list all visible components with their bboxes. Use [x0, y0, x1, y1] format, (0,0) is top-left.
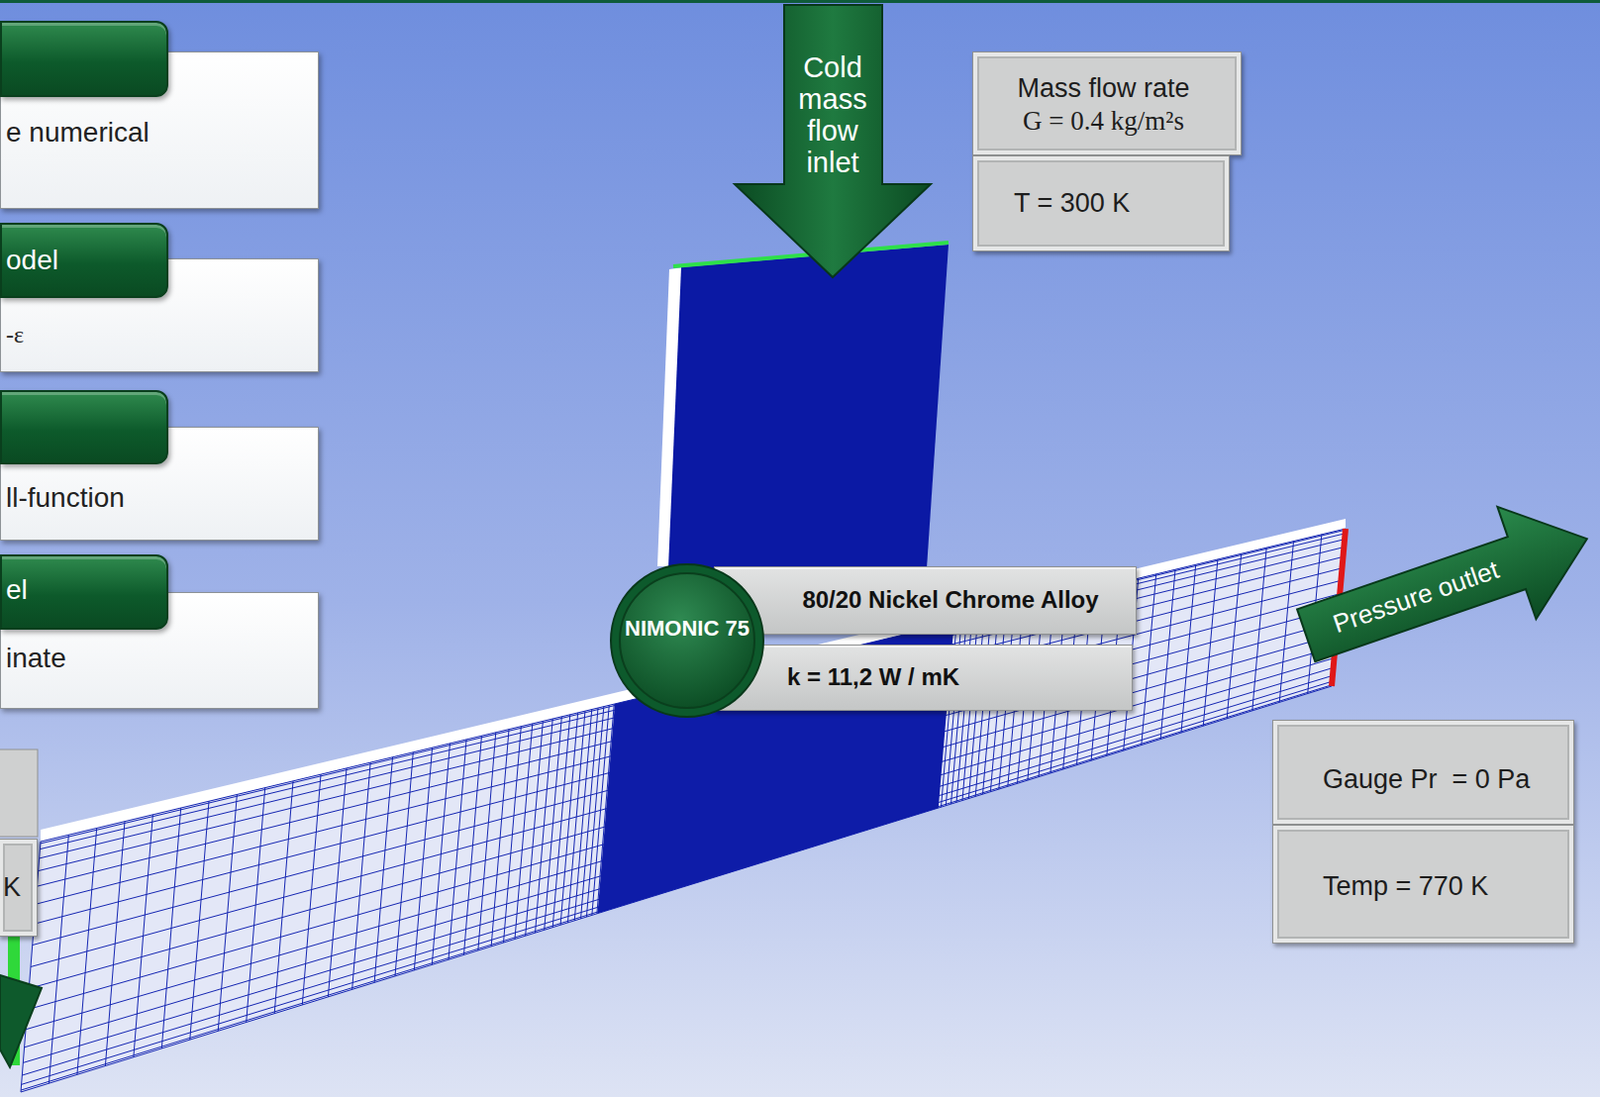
value-text: Mass flow rate	[973, 72, 1234, 104]
material-text: k = 11,2 W / mK	[787, 663, 960, 693]
arrow-label: Cold mass flow inlet	[781, 52, 885, 180]
outlet-arrow: Pressure outlet	[1287, 482, 1600, 692]
material-bar: 80/20 Nickel Chrome Alloy	[713, 566, 1137, 635]
arrow-body	[1287, 482, 1600, 692]
card-text: ll-function	[5, 481, 125, 515]
value-text: T = 300 K	[1013, 187, 1130, 219]
value-text: Gauge Pr = 0 Pa	[1322, 763, 1530, 796]
card-tab	[0, 20, 169, 98]
value-box: K	[0, 838, 38, 937]
material-badge: NIMONIC 75	[608, 562, 766, 719]
material-text: 80/20 Nickel Chrome Alloy	[772, 586, 1129, 615]
value-text: Temp = 770 K	[1322, 870, 1489, 902]
inlet-arrow: Cold mass flow inlet	[734, 4, 931, 278]
top-rule	[0, 0, 1600, 3]
value-box: Temp = 770 K	[1272, 824, 1575, 944]
formula-text: G = 0.4 kg/m²s	[973, 104, 1234, 137]
setting-card: el inate	[0, 554, 319, 709]
value-box: T = 300 K	[972, 155, 1230, 252]
setting-card: e numerical	[0, 20, 319, 209]
setting-card: ll-function	[0, 390, 319, 541]
card-heading: odel	[5, 243, 59, 278]
branch-mesh	[668, 244, 949, 569]
card-tab	[0, 390, 169, 465]
card-heading: el	[5, 573, 28, 607]
value-box: Mass flow rateG = 0.4 kg/m²s	[972, 51, 1242, 156]
card-text: -ε	[5, 320, 24, 350]
card-text: inate	[5, 641, 67, 676]
partial-box	[0, 749, 38, 837]
value-box: Gauge Pr = 0 Pa	[1272, 719, 1575, 825]
badge-face	[619, 573, 755, 708]
arrow-head	[0, 975, 42, 1068]
badge-text: NIMONIC 75	[622, 616, 752, 641]
badge-ring	[610, 564, 764, 717]
arrow-body	[734, 4, 931, 278]
setting-card: odel -ε	[0, 222, 319, 373]
card-text: e numerical	[5, 115, 150, 150]
value-text: K	[2, 871, 21, 903]
material-bar: k = 11,2 W / mK	[713, 644, 1133, 711]
